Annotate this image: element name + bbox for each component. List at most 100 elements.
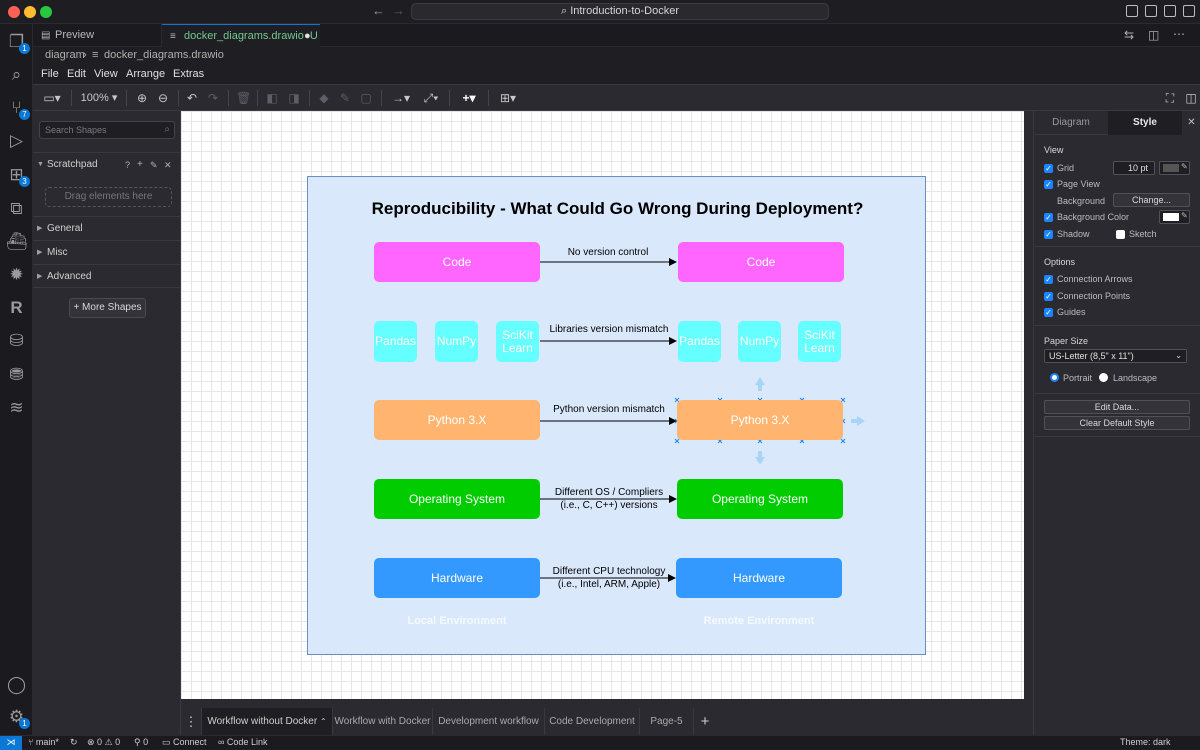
remote-numpy-box[interactable]: NumPy (738, 321, 781, 362)
local-pandas-box[interactable]: Pandas (374, 321, 417, 362)
format-panel-icon[interactable]: ◫ (1185, 91, 1197, 105)
waypoints-icon[interactable]: ⤢▾ (423, 91, 439, 105)
tab-preview-readme[interactable]: ▤ Preview README.md (33, 24, 162, 64)
insert-icon[interactable]: +▾ (462, 91, 476, 105)
connection-arrows-checkbox[interactable]: ✓ (1044, 275, 1053, 284)
panels-icon[interactable]: ▭▾ (43, 91, 61, 105)
page-tab-development-workflow[interactable]: Development workflow (433, 708, 545, 735)
menu-extras[interactable]: Extras (173, 68, 205, 80)
diagram-page[interactable]: Reproducibility - What Could Go Wrong Du… (307, 176, 926, 655)
edge-label-python[interactable]: Python version mismatch (553, 404, 665, 415)
remote-hardware-box[interactable]: Hardware (676, 558, 842, 598)
diagram-canvas[interactable]: Reproducibility - What Could Go Wrong Du… (181, 111, 1024, 699)
connection-points-checkbox[interactable]: ✓ (1044, 292, 1053, 301)
accounts-icon[interactable]: ◯ (6, 675, 27, 694)
branch-indicator[interactable]: ⑂ main* (28, 737, 59, 747)
edge-label-libraries[interactable]: Libraries version mismatch (549, 324, 669, 335)
background-color-checkbox[interactable]: ✓ (1044, 213, 1053, 222)
customize-layout-icon[interactable] (1183, 5, 1195, 17)
problems-indicator[interactable]: ⊗ 0 ⚠ 0 (87, 737, 121, 747)
remote-pandas-box[interactable]: Pandas (678, 321, 721, 362)
connection-style-icon[interactable]: →▾ (391, 91, 411, 105)
shadow-checkbox[interactable]: ✓ (1044, 230, 1053, 239)
remote-indicator-icon[interactable]: ⋊ (0, 736, 22, 750)
edge-label-os-line1[interactable]: Different OS / Compliers (554, 487, 664, 498)
more-actions-icon[interactable]: ⋯ (1173, 27, 1185, 41)
toggle-secondary-sidebar-icon[interactable] (1164, 5, 1176, 17)
delete-icon[interactable]: 🗑 (236, 91, 252, 105)
page-tab-page-5[interactable]: Page-5 (640, 708, 694, 735)
edge-label-hardware-line2[interactable]: (i.e., Intel, ARM, Apple) (557, 579, 661, 590)
local-python-box[interactable]: Python 3.X (374, 400, 540, 440)
undo-icon[interactable]: ↶ (186, 91, 198, 105)
toggle-primary-sidebar-icon[interactable] (1126, 5, 1138, 17)
search-icon[interactable]: ⌕ (11, 65, 22, 84)
menu-view[interactable]: View (94, 68, 118, 80)
clear-default-style-button[interactable]: Clear Default Style (1044, 416, 1190, 430)
maximize-window-button[interactable] (40, 6, 52, 18)
grid-size-input[interactable]: 10 pt (1113, 161, 1155, 175)
run-debug-icon[interactable]: ▷ (9, 131, 24, 150)
local-code-box[interactable]: Code (374, 242, 540, 282)
sketch-checkbox[interactable] (1116, 230, 1125, 239)
to-front-icon[interactable]: ◧ (266, 91, 278, 105)
paper-size-select[interactable]: US-Letter (8,5" x 11") ⌄ (1044, 349, 1187, 363)
grid-color-button[interactable]: ✎ (1159, 161, 1190, 175)
guides-checkbox[interactable]: ✓ (1044, 308, 1053, 317)
sync-icon[interactable]: ↻ (70, 737, 78, 747)
explorer-icon[interactable]: ❐1 (6, 31, 30, 54)
help-icon[interactable]: ? (125, 160, 131, 170)
close-icon[interactable]: ✕ (1187, 117, 1196, 128)
zoom-in-icon[interactable]: ⊕ (136, 91, 148, 105)
theme-indicator[interactable]: Theme: dark (1120, 737, 1171, 747)
minimize-window-button[interactable] (24, 6, 36, 18)
portrait-radio[interactable] (1050, 373, 1059, 382)
menu-arrange[interactable]: Arrange (126, 68, 166, 80)
diagram-title[interactable]: Reproducibility - What Could Go Wrong Du… (371, 199, 864, 218)
connect-button[interactable]: ▭ Connect (162, 737, 207, 747)
grid-checkbox[interactable]: ✓ (1044, 164, 1053, 173)
split-editor-icon[interactable]: ◫ (1148, 28, 1160, 42)
page-tab-workflow-without-docker[interactable]: Workflow without Docker ⌃ (202, 708, 333, 735)
tab-diagram[interactable]: Diagram (1034, 111, 1108, 135)
shadow-icon[interactable]: ▢ (360, 91, 372, 105)
remote-python-box[interactable]: Python 3.X (677, 400, 843, 440)
local-scikit-learn-box[interactable]: SciKit Learn (496, 321, 539, 362)
source-control-icon[interactable]: ⑂7 (6, 97, 30, 120)
local-hardware-box[interactable]: Hardware (374, 558, 540, 598)
local-environment-label[interactable]: Local Environment (407, 615, 507, 627)
fullscreen-icon[interactable]: ⛶ (1165, 91, 1175, 105)
table-icon[interactable]: ⊞▾ (499, 91, 517, 105)
scratchpad-section[interactable]: ▼ Scratchpad ? + ✎ ✕ (33, 152, 181, 176)
close-window-button[interactable] (8, 6, 20, 18)
local-numpy-box[interactable]: NumPy (435, 321, 478, 362)
gitlens-icon[interactable]: ✹ (9, 265, 24, 284)
docker-icon[interactable]: ⛴ (6, 232, 28, 251)
code-link-button[interactable]: ∞ Code Link (218, 737, 268, 747)
forward-arrow-icon[interactable]: → (392, 3, 405, 18)
remote-scikit-learn-box[interactable]: SciKit Learn (798, 321, 841, 362)
tab-style[interactable]: Style (1108, 111, 1182, 135)
change-background-button[interactable]: Change... (1113, 193, 1190, 207)
edit-data-button[interactable]: Edit Data... (1044, 400, 1190, 414)
back-arrow-icon[interactable]: ← (372, 3, 385, 18)
to-back-icon[interactable]: ◨ (288, 91, 300, 105)
database-icon[interactable]: ⛁ (9, 331, 24, 350)
zoom-select[interactable]: 100% ▾ (80, 92, 118, 104)
remote-explorer-icon[interactable]: ⧉ (10, 199, 23, 218)
more-shapes-button[interactable]: + More Shapes (69, 298, 146, 318)
menu-file[interactable]: File (41, 68, 59, 80)
menu-edit[interactable]: Edit (67, 68, 86, 80)
edge-label-version-control[interactable]: No version control (567, 247, 649, 258)
canvas-vertical-scrollbar[interactable] (1024, 111, 1033, 699)
page-tab-code-development[interactable]: Code Development (545, 708, 640, 735)
edge-label-hardware-line1[interactable]: Different CPU technology (552, 566, 666, 577)
breadcrumb-file[interactable]: docker_diagrams.drawio (104, 49, 224, 61)
landscape-radio[interactable] (1099, 373, 1108, 382)
background-color-button[interactable]: ✎ (1159, 210, 1190, 224)
misc-section[interactable]: ▶ Misc (33, 240, 181, 264)
line-color-icon[interactable]: ✎ (339, 91, 351, 105)
unsaved-dot-icon[interactable]: ● (304, 30, 311, 42)
layers-icon[interactable]: ≋ (9, 398, 24, 417)
local-os-box[interactable]: Operating System (374, 479, 540, 519)
